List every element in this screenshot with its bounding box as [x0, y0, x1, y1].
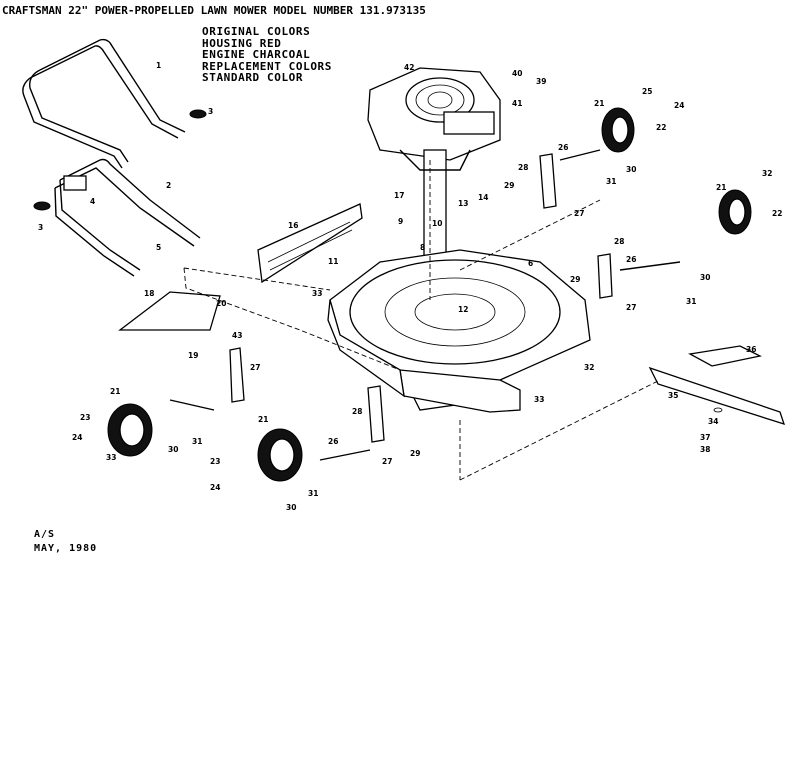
callout-3: 3 [38, 223, 43, 232]
callout-13: 13 [458, 199, 468, 208]
callout-5: 5 [156, 243, 161, 252]
color-legend-line: REPLACEMENT COLORS [202, 59, 333, 73]
callout-31: 31 [686, 297, 696, 306]
callout-40: 40 [512, 69, 522, 78]
revision-date: MAY, 1980 [34, 543, 98, 554]
callout-21: 21 [110, 387, 120, 396]
callout-27: 27 [382, 457, 392, 466]
wheel-right-rear [601, 107, 635, 153]
discharge-chute [118, 291, 221, 331]
baffle [257, 203, 363, 284]
callout-43: 43 [232, 331, 242, 340]
callout-16: 16 [288, 221, 298, 230]
callout-19: 19 [188, 351, 198, 360]
callout-26: 26 [558, 143, 568, 152]
mower-deck [327, 249, 591, 413]
callout-41: 41 [512, 99, 522, 108]
color-legend: ORIGINAL COLORS HOUSING RED ENGINE CHARC… [202, 26, 332, 84]
callout-21: 21 [258, 415, 268, 424]
callout-27: 27 [250, 363, 260, 372]
color-legend-line: STANDARD COLOR [202, 71, 304, 84]
callout-12: 12 [458, 305, 468, 314]
wheel-brackets [169, 149, 681, 461]
color-legend-line: ENGINE CHARCOAL [202, 48, 311, 61]
callout-31: 31 [308, 489, 318, 498]
color-legend-line: HOUSING RED [202, 36, 282, 50]
callout-30: 30 [286, 503, 296, 512]
wheel-right-front [718, 189, 752, 235]
callout-27: 27 [626, 303, 636, 312]
callout-10: 10 [432, 219, 442, 228]
callout-24: 24 [210, 483, 220, 492]
callout-30: 30 [700, 273, 710, 282]
lower-handle [54, 158, 201, 277]
callout-35: 35 [668, 391, 678, 400]
callout-24: 24 [72, 433, 82, 442]
callout-26: 26 [328, 437, 338, 446]
callout-26: 26 [626, 255, 636, 264]
callout-33: 33 [534, 395, 544, 404]
callout-30: 30 [626, 165, 636, 174]
callout-29: 29 [570, 275, 580, 284]
callout-2: 2 [166, 181, 171, 190]
blade [648, 345, 786, 426]
callout-39: 39 [536, 77, 546, 86]
callout-37: 37 [700, 433, 710, 442]
assembly-lines [183, 160, 661, 481]
diagram-title: CRAFTSMAN 22" POWER-PROPELLED LAWN MOWER… [2, 4, 426, 17]
callout-9: 9 [398, 217, 403, 226]
callout-31: 31 [606, 177, 616, 186]
callout-22: 22 [772, 209, 782, 218]
revision-note: A/S MAY, 1980 [34, 528, 97, 556]
callout-34: 34 [708, 417, 718, 426]
callout-28: 28 [518, 163, 528, 172]
callout-22: 22 [656, 123, 666, 132]
callout-17: 17 [394, 191, 404, 200]
callout-4: 4 [90, 197, 95, 206]
callout-42: 42 [404, 63, 414, 72]
callout-33: 33 [106, 453, 116, 462]
wheel-left-rear [107, 403, 153, 457]
callout-8: 8 [420, 243, 425, 252]
upper-handle [22, 38, 186, 169]
callout-24: 24 [674, 101, 684, 110]
callout-21: 21 [594, 99, 604, 108]
callout-38: 38 [700, 445, 710, 454]
callout-33: 33 [312, 289, 322, 298]
callout-25: 25 [642, 87, 652, 96]
callout-18: 18 [144, 289, 154, 298]
callout-3: 3 [208, 107, 213, 116]
wheel-left-front [257, 428, 303, 482]
callouts: 1 2 3 3 4 5 6 8 9 10 11 12 13 14 16 17 1… [38, 61, 782, 512]
callout-14: 14 [478, 193, 488, 202]
handle-knobs [33, 109, 207, 211]
callout-32: 32 [584, 363, 594, 372]
engine [367, 67, 501, 271]
callout-23: 23 [80, 413, 90, 422]
callout-6: 6 [528, 259, 533, 268]
callout-30: 30 [168, 445, 178, 454]
callout-23: 23 [210, 457, 220, 466]
color-legend-line: ORIGINAL COLORS [202, 25, 311, 38]
callout-36: 36 [746, 345, 756, 354]
callout-1: 1 [156, 61, 161, 70]
revision-code: A/S [34, 529, 56, 540]
callout-29: 29 [410, 449, 420, 458]
callout-11: 11 [328, 257, 338, 266]
callout-29: 29 [504, 181, 514, 190]
callout-20: 20 [216, 299, 226, 308]
callout-21: 21 [716, 183, 726, 192]
callout-27: 27 [574, 209, 584, 218]
callout-32: 32 [762, 169, 772, 178]
callout-28: 28 [614, 237, 624, 246]
callout-31: 31 [192, 437, 202, 446]
callout-28: 28 [352, 407, 362, 416]
